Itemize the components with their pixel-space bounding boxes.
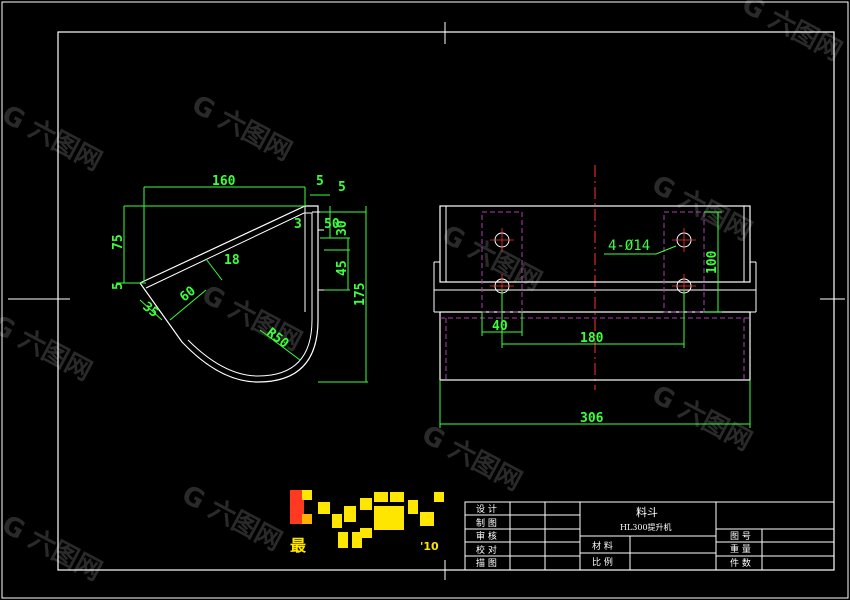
weight-label: 重 量 — [730, 543, 751, 555]
watermark: G 六图网 — [187, 90, 297, 167]
side-view — [116, 186, 368, 383]
row-label-draw: 制 图 — [476, 517, 497, 529]
scale-label: 比 例 — [592, 556, 613, 568]
part-name: 料斗 — [636, 505, 658, 519]
watermark: G 六图网 — [647, 380, 757, 457]
dim-100: 100 — [705, 250, 720, 274]
material-label: 材 料 — [592, 540, 613, 552]
dim-160: 160 — [212, 174, 236, 189]
part-subtitle: HL300提升机 — [620, 522, 672, 532]
front-view — [433, 165, 757, 428]
dim-60: 60 — [177, 284, 199, 306]
dim-30: 30 — [335, 220, 350, 236]
stamp-char: 最 — [290, 536, 307, 555]
dim-175: 175 — [353, 283, 368, 306]
watermark: G 六图网 — [417, 420, 527, 497]
hole-callout: 4-Ø14 — [608, 238, 650, 254]
title-block-text: 设 计 制 图 审 核 校 对 描 图 料斗 HL300提升机 材 料 比 例 … — [476, 503, 751, 569]
watermark: G 六图网 — [0, 100, 107, 177]
watermark: G 六图网 — [437, 220, 547, 297]
row-label-review: 审 核 — [476, 530, 497, 542]
drawing-frame — [57, 31, 835, 571]
watermark: G 六图网 — [0, 510, 107, 587]
dim-45: 45 — [335, 260, 350, 276]
centering-marks — [8, 22, 845, 580]
dim-5-top: 5 — [316, 174, 324, 189]
drawing-number-label: 图 号 — [730, 531, 751, 542]
row-label-design: 设 计 — [476, 503, 497, 515]
stamp-tail: '10 — [420, 540, 439, 553]
watermark: G 六图网 — [197, 280, 307, 357]
dim-306: 306 — [580, 411, 604, 426]
dim-5-left: 5 — [111, 282, 126, 290]
watermark: G 六图网 — [647, 170, 757, 247]
title-block — [464, 501, 835, 571]
watermark: G 六图网 — [177, 480, 287, 557]
watermark: G 六图网 — [737, 0, 847, 67]
dim-18: 18 — [224, 253, 240, 268]
dim-3: 3 — [294, 217, 302, 232]
dim-50: 50 — [324, 217, 340, 232]
front-view-dimensions: 4-Ø14 100 40 180 306 — [492, 238, 720, 426]
row-label-trace: 描 图 — [476, 557, 497, 569]
dim-5-right: 5 — [338, 180, 346, 195]
dim-180: 180 — [580, 331, 604, 346]
row-label-check: 校 对 — [476, 544, 497, 556]
dim-75: 75 — [111, 234, 126, 250]
dim-40: 40 — [492, 319, 508, 334]
watermark: G 六图网 — [0, 310, 97, 387]
quantity-label: 件 数 — [730, 557, 751, 569]
pixelated-stamp — [288, 488, 448, 552]
